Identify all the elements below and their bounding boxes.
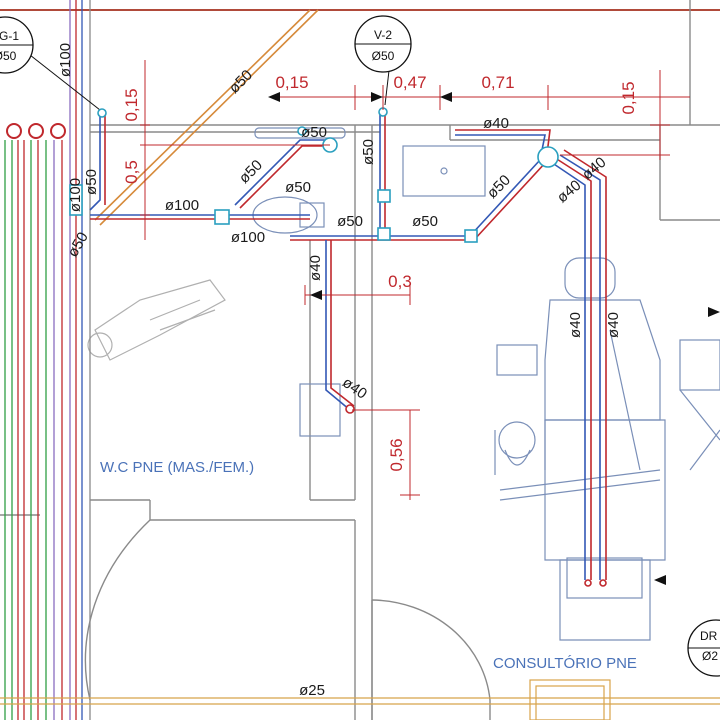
- tag-sg1: SG-1 Ø50: [0, 16, 34, 74]
- dim-03: 0,3: [388, 272, 412, 291]
- pipe-fittings: [69, 107, 607, 587]
- pipe-label-50-diag-right: ø50: [484, 172, 514, 202]
- flow-arrows: [268, 92, 720, 585]
- tag-sg1-name: SG-1: [0, 29, 19, 43]
- lavatory-basin: [402, 145, 486, 197]
- tag-v2: V-2 Ø50: [354, 15, 412, 73]
- pipe-label-50-mid: ø50: [285, 179, 311, 196]
- pipe-label-50-v2-vert: ø50: [360, 139, 377, 165]
- pipe-label-50-bottom: ø50: [412, 213, 438, 230]
- room-label-wc: W.C PNE (MAS./FEM.): [100, 459, 254, 476]
- tag-dr-name: DR: [700, 629, 718, 643]
- dimension-lines: [140, 60, 690, 500]
- pipe-label-40-chair-b: ø40: [605, 312, 622, 338]
- tag-dr: DR Ø2: [687, 619, 720, 677]
- pipe-label-50-left-c: ø50: [64, 229, 92, 260]
- sewer-pipes: [29, 9, 607, 580]
- room-label-consultorio: CONSULTÓRIO PNE: [493, 655, 637, 672]
- riser-caps: [6, 123, 66, 139]
- tag-dr-diameter: Ø2: [702, 649, 718, 663]
- pipe-label-50-diag-left: ø50: [236, 157, 266, 187]
- pipe-label-40-floor-drain-v: ø40: [307, 255, 324, 281]
- pipe-label-25: ø25: [299, 682, 325, 699]
- pipe-label-50-left-b: ø50: [83, 169, 100, 195]
- pipe-label-40-top: ø40: [483, 115, 509, 132]
- dim-071: 0,71: [481, 73, 514, 92]
- dim-015-left: 0,15: [122, 88, 141, 121]
- floor-drain-box: [299, 383, 341, 437]
- dim-056: 0,56: [387, 438, 406, 471]
- tag-v2-name: V-2: [374, 28, 392, 42]
- dim-047: 0,47: [393, 73, 426, 92]
- pipe-label-100-lower: ø100: [231, 229, 265, 246]
- wheelchair-icon: [87, 279, 226, 361]
- tag-sg1-diameter: Ø50: [0, 49, 17, 63]
- pipe-label-100-vert: ø100: [57, 43, 74, 77]
- pipe-label-40-right-a: ø40: [579, 154, 610, 184]
- pipe-label-50-diag-top: ø50: [226, 67, 256, 97]
- pipe-label-100-horiz: ø100: [165, 197, 199, 214]
- dim-015-right: 0,15: [619, 81, 638, 114]
- dim-015-top: 0,15: [275, 73, 308, 92]
- dim-05: 0,5: [122, 160, 141, 184]
- pipe-label-50-sink: ø50: [301, 124, 327, 141]
- pipe-label-50-center: ø50: [337, 213, 363, 230]
- fixtures: [87, 127, 720, 720]
- tag-v2-diameter: Ø50: [372, 49, 395, 63]
- pipe-label-40-chair-a: ø40: [567, 312, 584, 338]
- dental-chair: [494, 257, 720, 641]
- pipe-label-100-left-a: ø100: [67, 178, 84, 212]
